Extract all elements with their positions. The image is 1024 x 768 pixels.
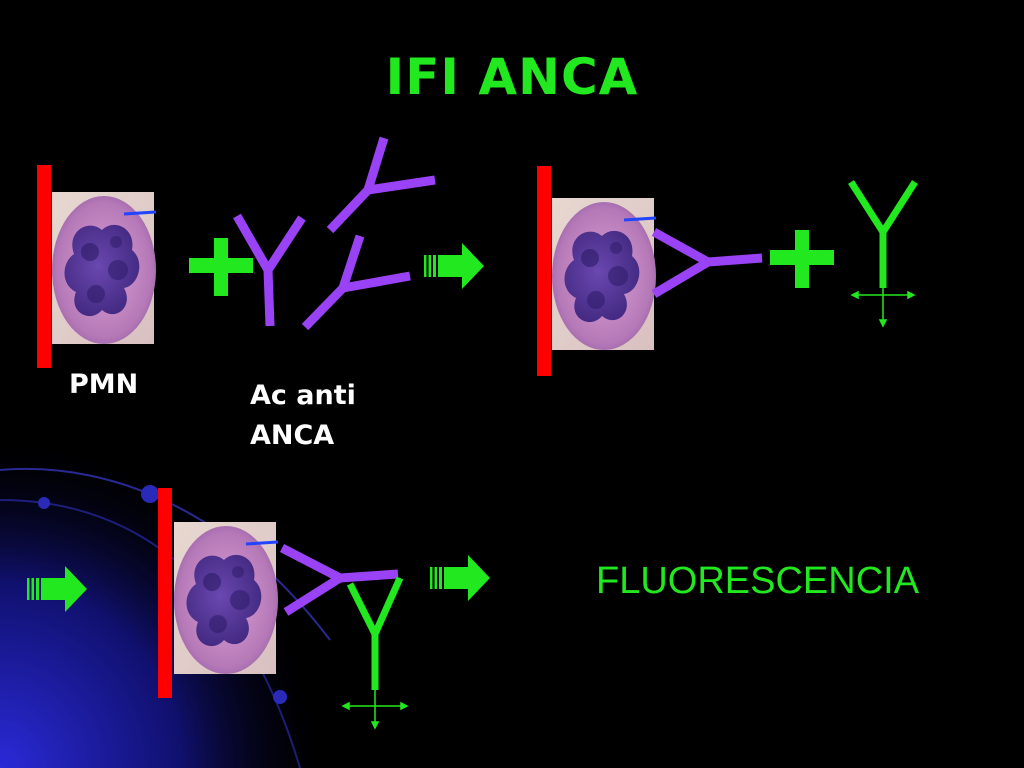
fluorescent-conjugate-y xyxy=(848,180,918,328)
arrow-right xyxy=(424,243,484,289)
antibody-y-tilted-lower xyxy=(301,234,411,331)
label-antibody-line2: ANCA xyxy=(250,420,335,451)
label-result: FLUORESCENCIA xyxy=(596,560,920,602)
plus-sign xyxy=(189,238,253,296)
neutrophil-cell xyxy=(172,520,280,676)
label-antibody: Ac anti ANCA xyxy=(250,376,356,456)
bound-antibody xyxy=(279,544,399,616)
slide-bar xyxy=(37,165,51,368)
arrow-right xyxy=(430,555,490,601)
antibody-y-tilted xyxy=(326,136,436,234)
fluorescent-conjugate-y xyxy=(341,576,409,730)
antibody-y xyxy=(233,213,306,327)
slide-bar xyxy=(537,166,551,376)
bound-antibody xyxy=(651,228,763,298)
slide-title: IFI ANCA xyxy=(385,48,639,106)
label-antibody-line1: Ac anti xyxy=(250,380,356,411)
slide-bar xyxy=(158,488,172,698)
plus-sign xyxy=(770,230,834,288)
neutrophil-cell xyxy=(550,196,658,352)
label-pmn: PMN xyxy=(69,369,139,400)
neutrophil-cell xyxy=(50,190,158,346)
